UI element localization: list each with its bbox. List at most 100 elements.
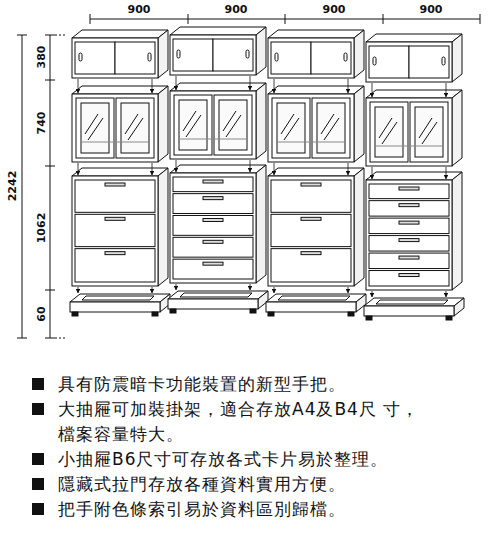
door-lock <box>442 57 445 65</box>
dimension-label: 900 <box>223 3 250 16</box>
side-face <box>354 168 364 286</box>
bullet-square <box>32 403 44 415</box>
base-opening <box>180 293 252 297</box>
sliding-door <box>213 39 253 71</box>
glass-glare <box>321 114 334 134</box>
top-face <box>366 172 462 180</box>
drawer-handle <box>399 204 419 207</box>
assembly-arrow <box>348 163 349 175</box>
glass-glare <box>422 122 437 144</box>
assembly-arrow <box>446 291 447 297</box>
assembly-arrow <box>446 167 447 179</box>
drawer-handle <box>203 180 223 183</box>
top-face <box>364 298 464 306</box>
drawer <box>369 236 449 251</box>
assembly-arrow <box>446 83 447 97</box>
drawer-handle <box>203 240 223 243</box>
door-lock <box>79 53 82 61</box>
assembly-arrow <box>372 291 373 297</box>
drawer-handle <box>301 183 321 186</box>
assembly-arrow <box>78 163 79 175</box>
drawer-handle <box>399 221 419 224</box>
glass-glare <box>281 114 294 134</box>
glass-glare <box>379 118 392 138</box>
door-lock <box>373 57 376 65</box>
drawer <box>75 249 155 282</box>
top-face <box>72 168 168 176</box>
front-face <box>268 176 354 286</box>
assembly-arrow <box>152 79 153 93</box>
door-lock <box>177 50 180 58</box>
front-face <box>170 35 256 75</box>
dimension-label: 740 <box>35 110 48 137</box>
sliding-door <box>311 42 351 74</box>
glass-cabinet <box>170 83 266 159</box>
base-foot <box>446 316 452 320</box>
assembly-arrow <box>274 287 275 293</box>
upper-cabinet <box>170 27 266 75</box>
drawer <box>173 237 253 257</box>
base-foot <box>152 312 158 316</box>
drawer-handle <box>301 217 321 220</box>
side-face <box>452 34 462 82</box>
assembly-arrow <box>274 163 275 175</box>
base-frame <box>168 291 268 313</box>
feature-note: 具有防震暗卡功能裝置的新型手把。 <box>58 372 423 397</box>
glass-door <box>174 95 212 155</box>
glass-glare <box>125 114 138 134</box>
assembly-arrow <box>250 160 251 172</box>
assembly-arrow <box>78 79 79 93</box>
assembly-arrow <box>348 79 349 93</box>
front-face <box>266 302 356 312</box>
drawer-handle <box>203 218 223 221</box>
upper-cabinet <box>72 30 168 78</box>
glass-door <box>214 95 252 155</box>
glass-pane <box>317 103 345 153</box>
feature-note: 小抽屜B6尺寸可存放各式卡片易於整理。 <box>58 447 423 472</box>
glass-pane <box>121 103 149 153</box>
glass-pane <box>81 103 109 153</box>
top-face <box>70 294 170 302</box>
top-face <box>266 294 366 302</box>
base-frame <box>364 298 464 320</box>
sliding-door <box>75 42 115 74</box>
front-face <box>170 173 256 283</box>
shelf <box>375 146 443 147</box>
assembly-arrow <box>250 284 251 290</box>
drawer-handle <box>105 183 125 186</box>
top-face <box>366 34 462 42</box>
top-face <box>72 86 168 94</box>
glass-cabinet <box>72 86 168 162</box>
base-opening <box>82 296 154 300</box>
feature-note: 把手附色條索引易於資料區別歸檔。 <box>58 497 423 522</box>
assembly-arrow <box>250 76 251 90</box>
top-face <box>168 291 268 299</box>
sliding-door <box>369 46 409 78</box>
cabinet-column <box>168 27 268 313</box>
drawer <box>369 218 449 233</box>
bullet-square <box>32 503 44 515</box>
dimension-label: 380 <box>35 44 48 71</box>
glass-door <box>312 98 350 158</box>
door-lock <box>275 53 278 61</box>
base-foot <box>348 312 354 316</box>
sliding-door <box>173 39 213 71</box>
drawer-handle <box>203 197 223 200</box>
glass-door <box>116 98 154 158</box>
base-opening <box>278 296 350 300</box>
assembly-arrow <box>274 79 275 93</box>
glass-door <box>410 102 448 162</box>
glass-cabinet <box>268 86 364 162</box>
upper-cabinet <box>268 30 364 78</box>
drawer <box>369 271 449 286</box>
bullet-square <box>32 478 44 490</box>
glass-glare <box>223 111 236 131</box>
glass-glare <box>183 111 196 131</box>
top-face <box>366 90 462 98</box>
door-lock <box>246 50 249 58</box>
glass-door <box>370 102 408 162</box>
base-opening <box>376 300 448 304</box>
glass-pane <box>415 107 443 157</box>
cabinet-column <box>70 30 170 316</box>
assembly-arrow <box>372 167 373 179</box>
